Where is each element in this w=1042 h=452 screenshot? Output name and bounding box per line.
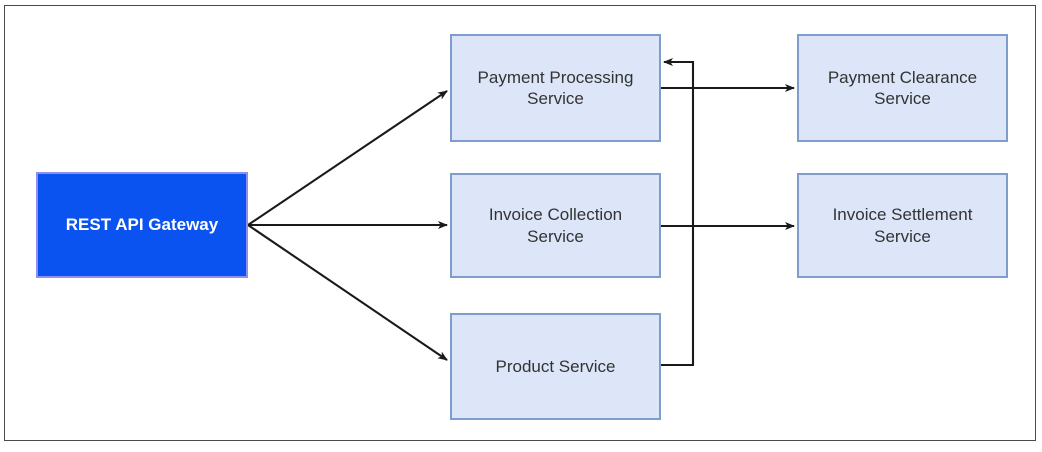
edge-product-to-payment-processing	[661, 58, 695, 367]
edge-gateway-to-payment-processing	[247, 90, 448, 226]
node-label-payment-processing-service: Payment Processing Service	[477, 67, 634, 108]
node-label-product-service: Product Service	[495, 356, 616, 376]
node-invoice-collection-service[interactable]: Invoice Collection Service	[450, 173, 661, 278]
node-invoice-settlement-service[interactable]: Invoice Settlement Service	[797, 173, 1008, 278]
node-rest-api-gateway[interactable]: REST API Gateway	[36, 172, 248, 278]
node-label-invoice-collection-service: Invoice Collection Service	[488, 205, 623, 246]
node-label-invoice-settlement-service: Invoice Settlement Service	[832, 205, 973, 246]
edge-gateway-to-product	[247, 224, 448, 361]
node-label-rest-api-gateway: REST API Gateway	[65, 215, 219, 235]
node-label-payment-clearance-service: Payment Clearance Service	[827, 67, 978, 108]
node-payment-clearance-service[interactable]: Payment Clearance Service	[797, 34, 1008, 142]
node-payment-processing-service[interactable]: Payment Processing Service	[450, 34, 661, 142]
node-product-service[interactable]: Product Service	[450, 313, 661, 420]
